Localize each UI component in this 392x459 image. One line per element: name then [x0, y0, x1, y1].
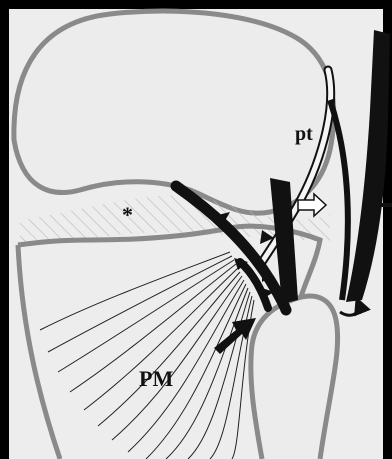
fibula-head-outline — [251, 296, 338, 459]
label-asterisk: * — [122, 202, 133, 227]
label-pt: pt — [295, 123, 313, 145]
label-pm: PM — [139, 366, 173, 391]
